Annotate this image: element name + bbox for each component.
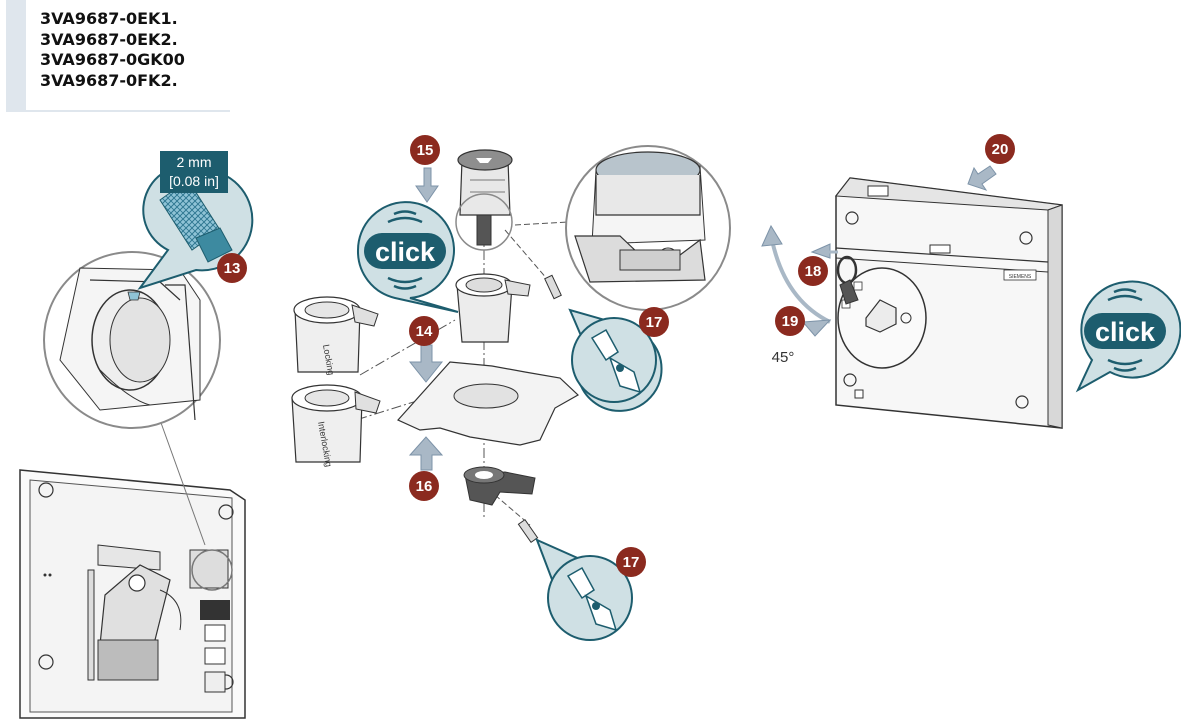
arrow-15 xyxy=(415,167,439,203)
interlocking-insert: Interlocking xyxy=(291,384,381,468)
click-callout-right: click xyxy=(1075,280,1181,393)
part-number: 3VA9687-0GK00 xyxy=(40,50,185,69)
svg-text:14: 14 xyxy=(416,323,433,340)
arrow-14 xyxy=(408,344,444,383)
dimension-imperial: [0.08 in] xyxy=(169,173,219,189)
step-marker-19: 19 xyxy=(775,306,805,336)
lock-cylinder xyxy=(457,149,513,246)
pliers-callout-top xyxy=(568,308,663,412)
rotation-arrows xyxy=(761,224,838,337)
base-panel xyxy=(19,469,246,719)
part-number: 3VA9687-0EK2. xyxy=(40,29,178,49)
click-callout-left: click xyxy=(356,201,459,313)
arrow-16 xyxy=(408,436,444,471)
svg-text:17: 17 xyxy=(623,554,640,571)
pliers-callout-bottom xyxy=(535,538,633,641)
step-marker-20: 20 xyxy=(985,134,1015,164)
step-marker-15: 15 xyxy=(410,135,440,165)
magnifier-inset-left xyxy=(43,251,221,429)
click-text-left: click xyxy=(375,237,436,267)
dimension-metric: 2 mm xyxy=(177,154,212,170)
mounting-plate xyxy=(397,361,580,446)
svg-text:16: 16 xyxy=(416,478,433,495)
part-number: 3VA9687-0EK1. xyxy=(40,9,178,28)
svg-text:20: 20 xyxy=(992,141,1009,158)
step-marker-17-bottom: 17 xyxy=(616,547,646,577)
header-box xyxy=(6,0,230,112)
brand-label: SIEMENS xyxy=(1009,274,1032,280)
locking-insert: Locking xyxy=(293,296,379,376)
arrow-20 xyxy=(967,165,997,191)
step-marker-16: 16 xyxy=(409,471,439,501)
svg-text:13: 13 xyxy=(224,260,241,277)
cover-unit: SIEMENS xyxy=(835,177,1063,429)
step-marker-14: 14 xyxy=(409,316,439,346)
adapter-ring xyxy=(455,273,531,343)
part-number-list: 3VA9687-0EK1. 3VA9687-0EK2. 3VA9687-0GK0… xyxy=(40,9,185,91)
step-marker-18: 18 xyxy=(798,256,828,286)
lever-part xyxy=(463,466,536,506)
angle-label: 45° xyxy=(772,349,795,366)
svg-text:17: 17 xyxy=(646,314,663,331)
click-text-right: click xyxy=(1095,317,1156,347)
svg-text:18: 18 xyxy=(805,263,822,280)
step-marker-13: 13 xyxy=(217,253,247,283)
svg-text:15: 15 xyxy=(417,142,434,159)
step-marker-17-top: 17 xyxy=(639,307,669,337)
magnifier-inset-center xyxy=(565,145,731,311)
part-number: 3VA9687-0FK2. xyxy=(40,70,178,90)
svg-text:19: 19 xyxy=(782,313,799,330)
